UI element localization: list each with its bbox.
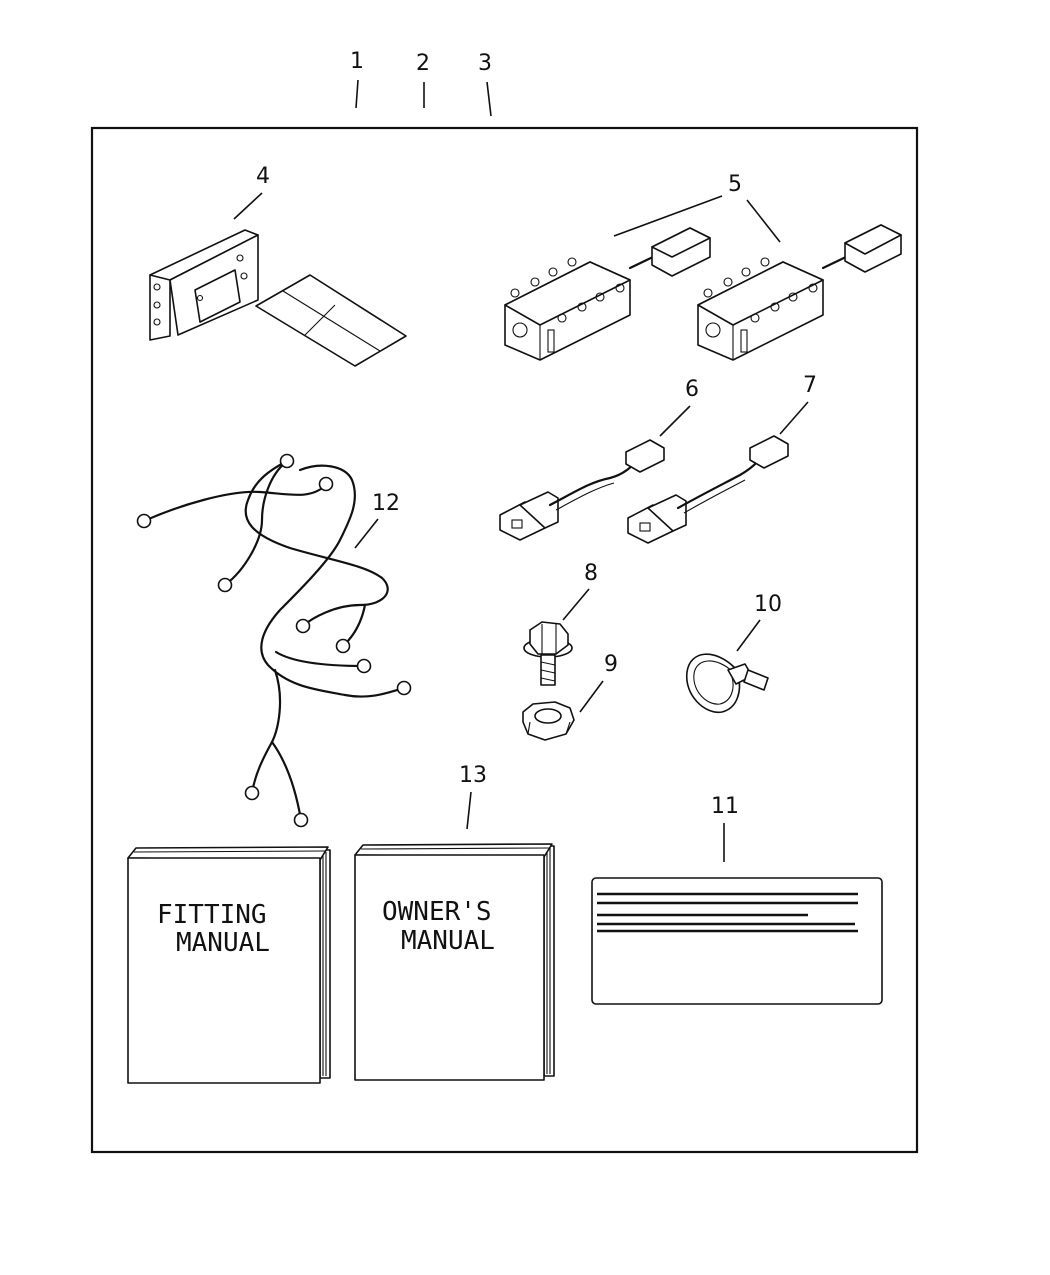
leader-6 (659, 405, 691, 437)
nut-part-9: 9 (522, 652, 618, 741)
leader-8 (562, 588, 590, 621)
cable-tie-part-10: 10 (686, 592, 782, 713)
leader-12 (354, 518, 379, 549)
callout-7: 7 (803, 373, 817, 398)
leader-13 (466, 791, 472, 830)
callout-13: 13 (459, 763, 487, 788)
callout-8: 8 (584, 561, 598, 586)
callout-1: 1 (350, 49, 364, 74)
owners-manual-title-1: OWNER'S (382, 897, 492, 927)
callout-11: 11 (711, 794, 739, 819)
bolt-part-8: 8 (523, 561, 598, 686)
leader-1 (355, 79, 359, 109)
wiring-harness-part-12: 12 (136, 453, 412, 828)
callout-12: 12 (372, 491, 400, 516)
callout-9: 9 (604, 652, 618, 677)
callout-5: 5 (728, 172, 742, 197)
fitting-manual-title-1: FITTING (157, 900, 267, 930)
callouts-top: 1 2 3 (350, 49, 492, 117)
label-part-11: 11 (591, 794, 883, 1005)
leader-7 (779, 401, 809, 435)
kit-frame (90, 126, 919, 1154)
fitting-manual-title-2: MANUAL (176, 928, 270, 958)
manuals-part-13: 13 FITTING MANUAL OWNER'S MANUAL (127, 763, 555, 1084)
leader-10 (736, 619, 761, 652)
connector-blocks-part-5: 5 (504, 172, 902, 361)
leader-5a (613, 195, 723, 237)
callout-6: 6 (685, 377, 699, 402)
leader-4 (233, 192, 263, 220)
leader-9 (579, 680, 604, 713)
cable-leads-parts-6-7: 6 7 (499, 373, 817, 544)
callout-2: 2 (416, 51, 430, 76)
callout-10: 10 (754, 592, 782, 617)
leader-3 (486, 81, 492, 117)
fitting-manual: FITTING MANUAL (127, 846, 331, 1084)
bracket-part-4: 4 (149, 164, 407, 367)
owners-manual-title-2: MANUAL (401, 926, 495, 956)
leader-5b (746, 199, 781, 243)
owners-manual: OWNER'S MANUAL (354, 843, 555, 1081)
callout-4: 4 (256, 164, 270, 189)
callout-3: 3 (478, 51, 492, 76)
